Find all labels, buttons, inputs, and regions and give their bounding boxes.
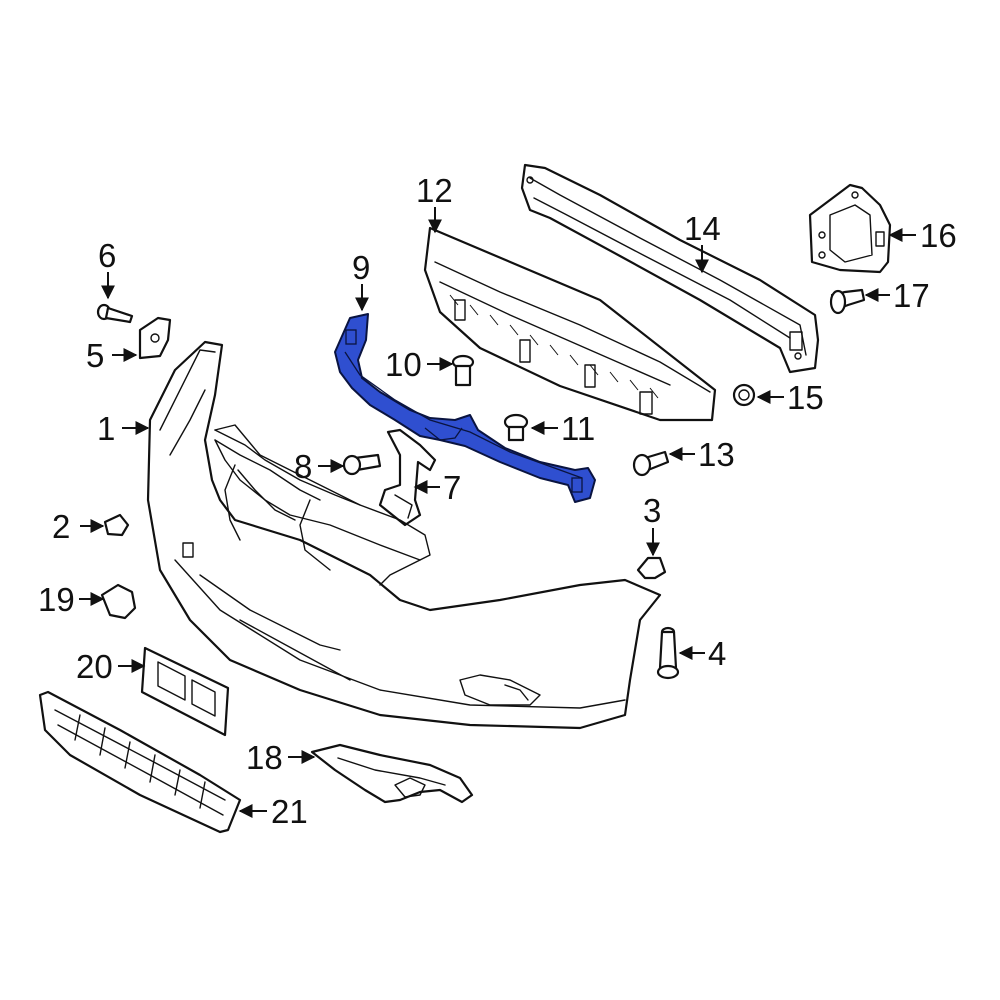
- lower-grille-part: [38, 690, 242, 834]
- impact-bar-part: [520, 163, 820, 374]
- mounting-bracket-part: [808, 183, 892, 274]
- callout-20: 20: [76, 648, 113, 685]
- push-clip-2-part: [103, 513, 130, 537]
- bolt-4-part: [656, 626, 680, 680]
- callout-6: 6: [98, 237, 116, 274]
- callout-3: 3: [643, 492, 661, 529]
- callout-14: 14: [684, 210, 721, 247]
- callout-10: 10: [385, 346, 422, 383]
- bumper-retainer-highlighted-part: [334, 313, 596, 503]
- bolt-10-part: [451, 354, 475, 387]
- callout-19: 19: [38, 581, 75, 618]
- push-pin-13-part: [632, 450, 670, 477]
- bracket-5-part: [138, 316, 172, 360]
- clip-3-part: [636, 556, 667, 580]
- screw-6-part: [96, 303, 134, 324]
- callout-12: 12: [416, 172, 453, 209]
- callout-leaders: [79, 207, 916, 818]
- bolt-8-part: [342, 453, 382, 476]
- bolt-17-part: [829, 288, 866, 315]
- callout-7: 7: [443, 469, 461, 506]
- energy-absorber-part: [423, 226, 717, 422]
- license-bracket-part: [140, 646, 230, 737]
- nut-15-part: [732, 383, 756, 407]
- callout-8: 8: [294, 448, 312, 485]
- callout-13: 13: [698, 436, 735, 473]
- callout-4: 4: [708, 635, 726, 672]
- bumper-support-lattice: [214, 424, 431, 586]
- bolt-11-part: [503, 413, 529, 442]
- bracket-7-part: [378, 428, 437, 527]
- callout-21: 21: [271, 793, 308, 830]
- callout-2: 2: [52, 508, 70, 545]
- callout-labels: 1 2 3 4 5 6 7 8 9 10 11 12 13 14 15 16 1…: [38, 172, 957, 830]
- callout-11: 11: [561, 410, 595, 447]
- callout-16: 16: [920, 217, 957, 254]
- callout-15: 15: [787, 379, 824, 416]
- callout-1: 1: [97, 410, 115, 447]
- callout-18: 18: [246, 739, 283, 776]
- fog-lamp-bezel-part: [310, 743, 474, 804]
- tow-hook-cap-part: [100, 583, 137, 620]
- bumper-cover-part: [146, 340, 662, 730]
- callout-17: 17: [893, 277, 930, 314]
- callout-9: 9: [352, 249, 370, 286]
- callout-5: 5: [86, 337, 104, 374]
